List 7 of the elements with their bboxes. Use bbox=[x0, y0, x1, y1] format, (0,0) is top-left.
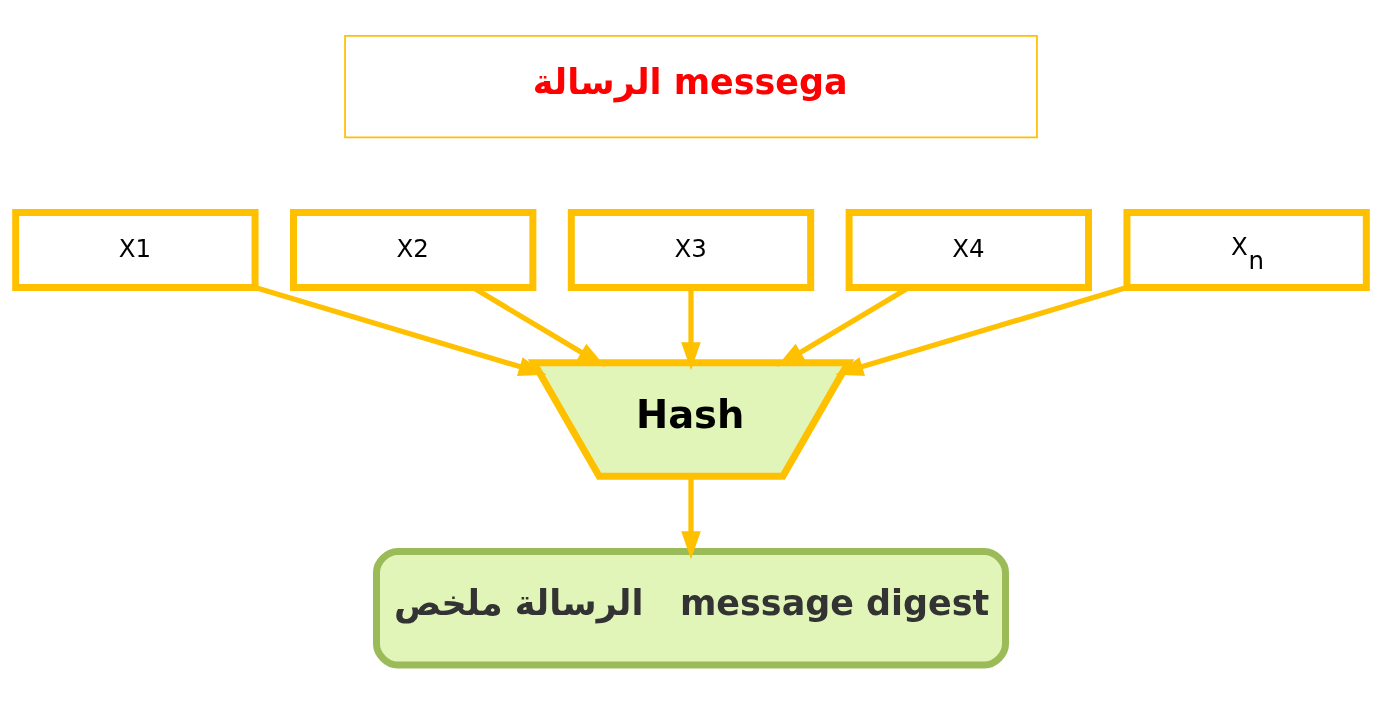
node-box: X4 bbox=[845, 208, 1092, 292]
node-box: X2 bbox=[290, 208, 537, 292]
arrow bbox=[681, 476, 701, 560]
node-box: الرسالة messega bbox=[344, 35, 1038, 139]
node-box: X1 bbox=[12, 208, 259, 292]
node-box: الرسالة ملخص message digest bbox=[373, 547, 1009, 669]
node-box: X3 bbox=[567, 208, 815, 292]
